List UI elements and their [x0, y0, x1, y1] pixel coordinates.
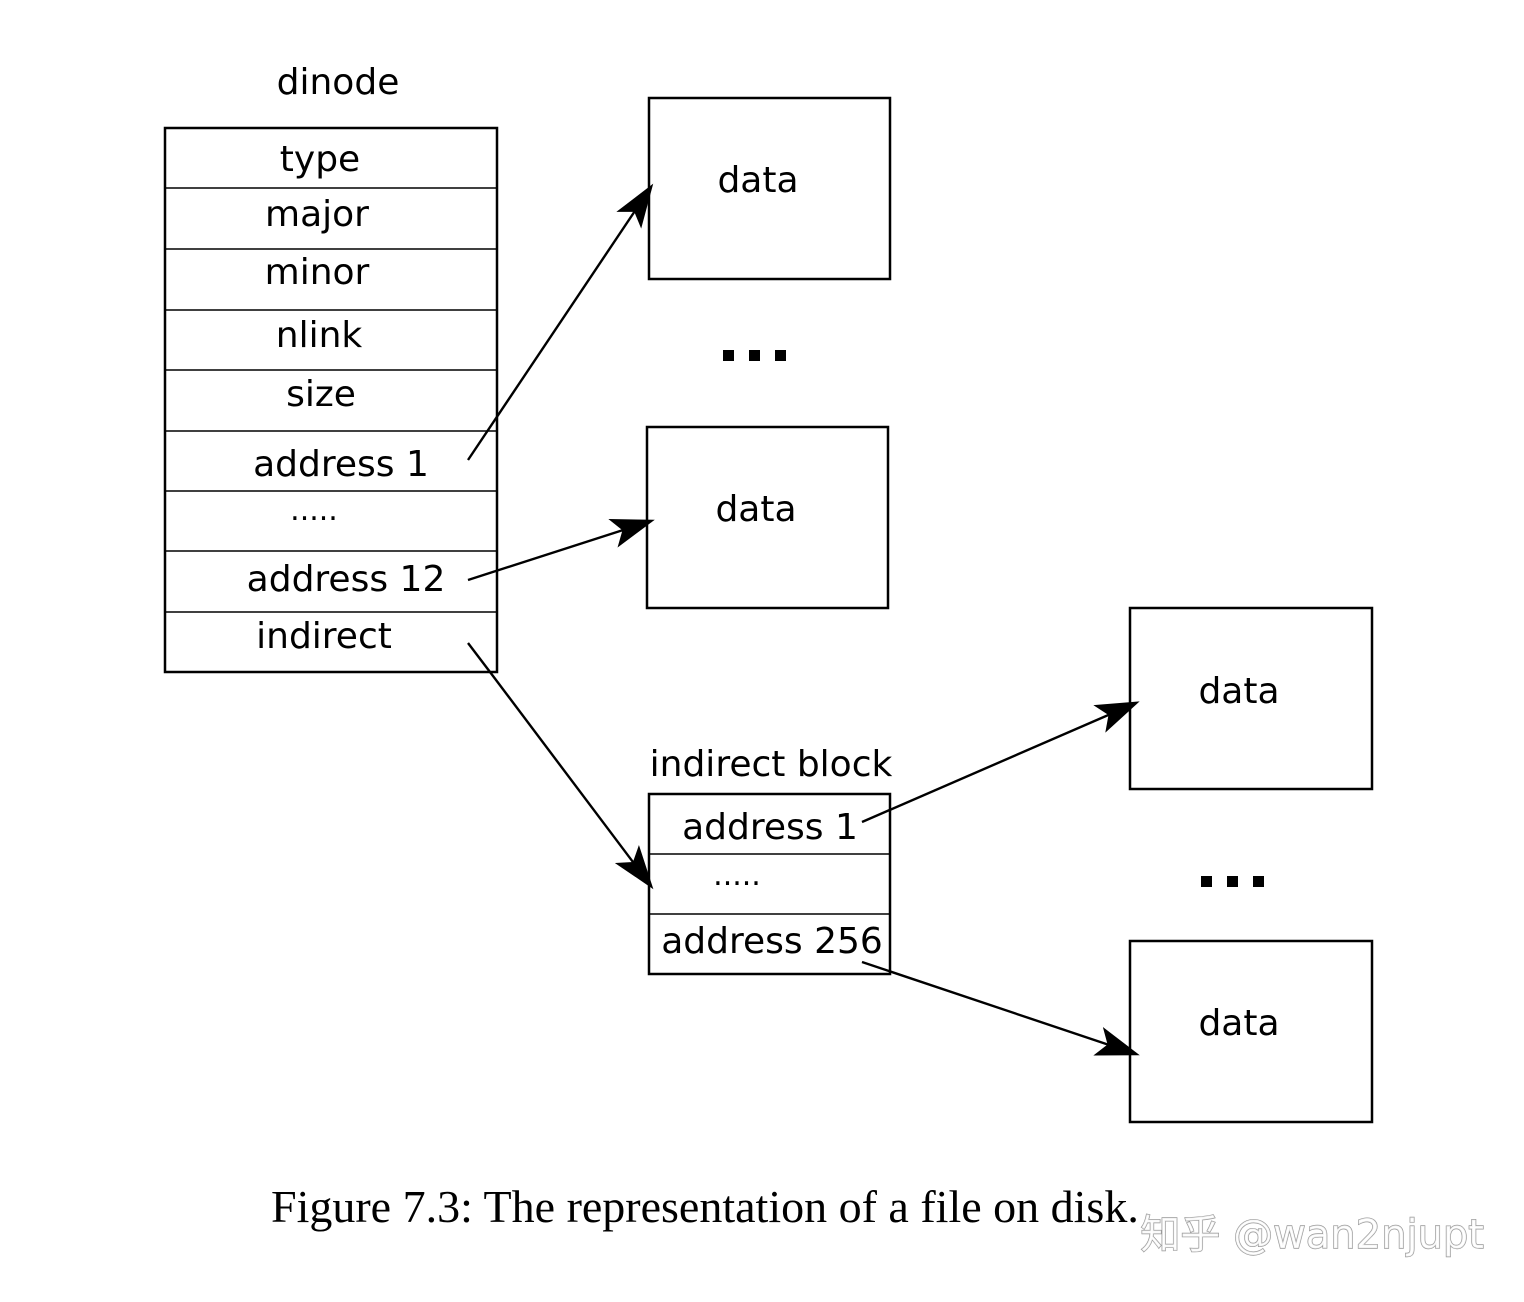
indirect-block-title: indirect block — [650, 744, 893, 785]
data-block-2: data — [645, 425, 890, 610]
data-block-2-label: data — [715, 489, 796, 530]
watermark: 知乎 @wan2njupt — [1140, 1212, 1484, 1258]
direct-blocks-ellipsis — [723, 350, 786, 361]
data-block-4: data — [1128, 939, 1374, 1124]
indirect-field-ellipsis: ..... — [713, 858, 761, 893]
indirect-blocks-ellipsis — [1201, 876, 1264, 887]
dinode-title: dinode — [277, 62, 400, 103]
dinode-field-address-1: address 1 — [253, 444, 429, 485]
dinode-table: type major minor nlink size address 1 ..… — [163, 126, 499, 674]
dinode-field-address-12: address 12 — [247, 559, 446, 600]
dinode-field-ellipsis: ..... — [290, 493, 338, 528]
arrow-indirect-address256-to-data — [861, 960, 1140, 1056]
dinode-field-indirect: indirect — [256, 616, 392, 657]
data-block-4-label: data — [1198, 1003, 1279, 1044]
indirect-block-table: address 1 ..... address 256 — [647, 792, 892, 976]
dinode-field-size: size — [286, 374, 356, 415]
data-block-1: data — [647, 96, 892, 281]
dinode-field-type: type — [280, 139, 360, 180]
indirect-field-address-256: address 256 — [661, 921, 883, 962]
dinode-field-major: major — [265, 194, 369, 235]
dinode-field-minor: minor — [265, 252, 370, 293]
dinode-field-nlink: nlink — [276, 315, 363, 356]
data-block-3: data — [1128, 606, 1374, 791]
data-block-3-label: data — [1198, 671, 1279, 712]
arrow-indirect-address1-to-data — [861, 701, 1140, 824]
data-block-1-label: data — [717, 160, 798, 201]
arrow-indirect-to-indirect-block — [467, 642, 654, 890]
figure-caption: Figure 7.3: The representation of a file… — [271, 1181, 1139, 1232]
indirect-field-address-1: address 1 — [682, 807, 858, 848]
arrow-address12-to-data — [467, 518, 655, 582]
arrow-address1-to-data — [467, 183, 654, 461]
